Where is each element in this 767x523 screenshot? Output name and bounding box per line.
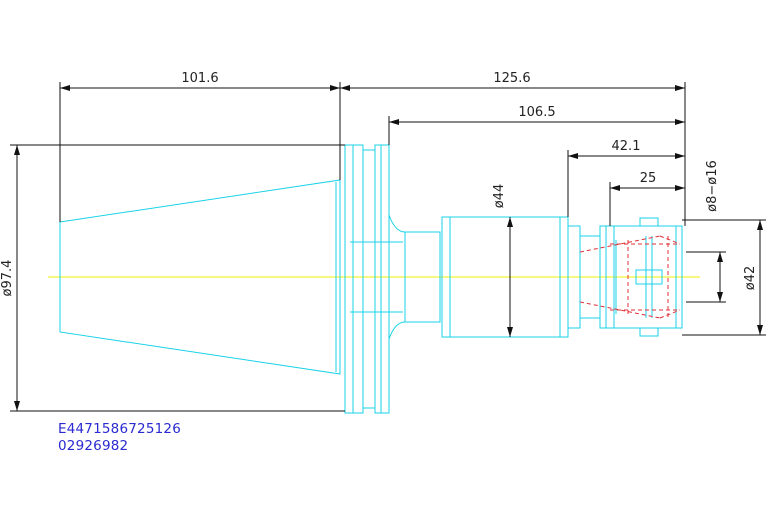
dim-collet-length: 25 — [640, 171, 657, 186]
dimension-arrows — [14, 85, 763, 411]
tool-holder-outline — [59, 144, 683, 414]
dim-flange-diameter: ø97.4 — [0, 260, 15, 297]
dim-body-diameter: ø44 — [492, 184, 507, 209]
dim-taper-length: 101.6 — [181, 71, 218, 86]
dim-clamping-range: ø8−ø16 — [705, 160, 720, 212]
dimension-lines — [10, 82, 766, 412]
collet-hidden-lines — [579, 235, 681, 319]
taper-shank — [59, 179, 341, 375]
dim-gauge-length: 106.5 — [518, 105, 555, 120]
dim-nut-diameter: ø42 — [743, 266, 758, 291]
dim-nut-length: 42.1 — [612, 139, 641, 154]
dim-overall-length: 125.6 — [493, 71, 530, 86]
part-code-line-1: E4471586725126 — [58, 421, 181, 437]
part-code-line-2: 02926982 — [58, 438, 129, 454]
flange — [344, 144, 364, 414]
